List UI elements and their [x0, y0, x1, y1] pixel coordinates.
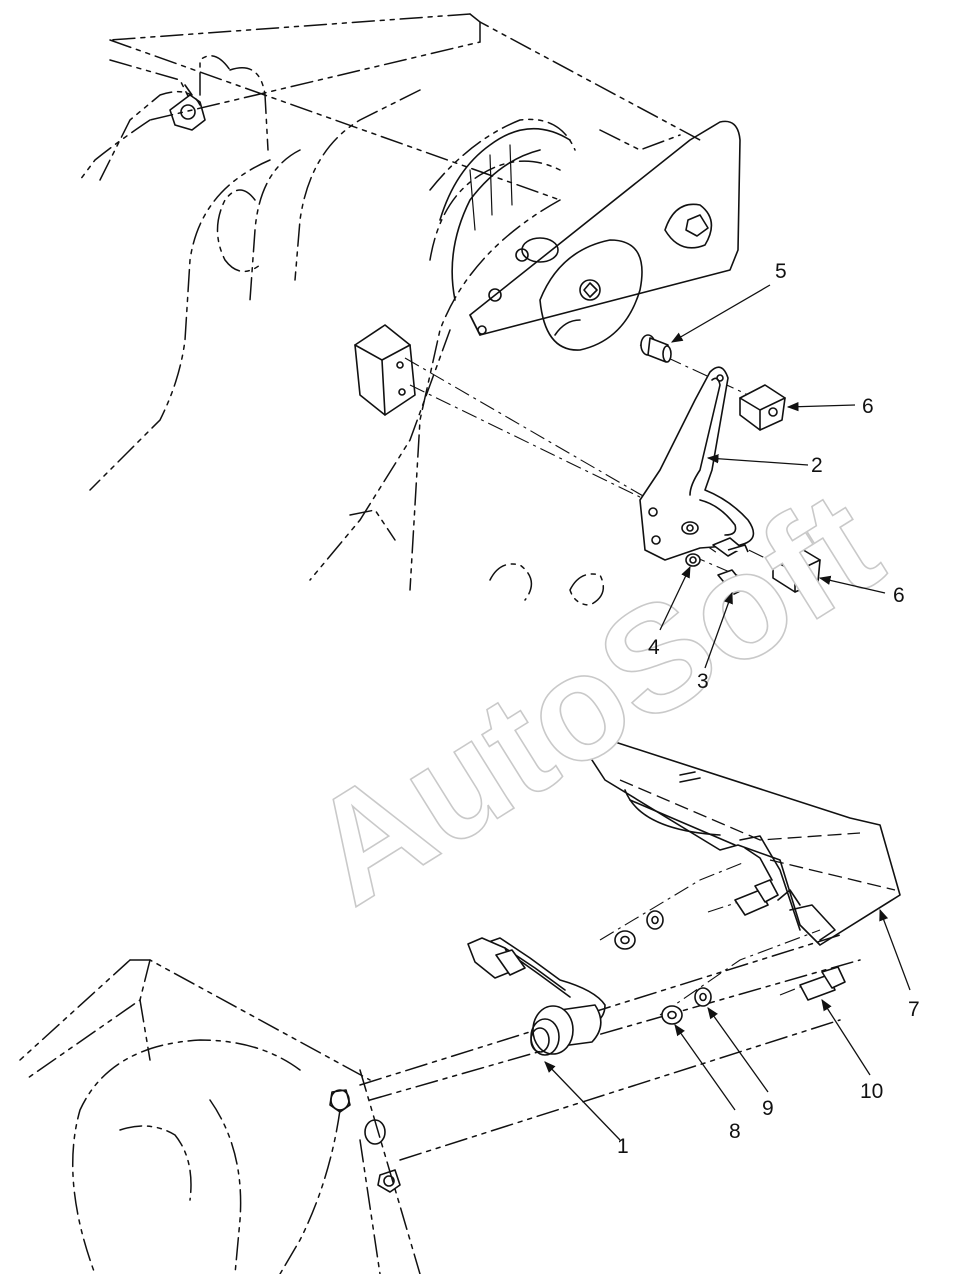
upper-frame-phantom	[79, 13, 701, 606]
callout-10: 10	[860, 1080, 883, 1103]
part-8-9-washers	[661, 987, 712, 1025]
part-2-bracket-arm	[639, 366, 755, 561]
part-10-bolts	[734, 879, 846, 1001]
elbow-fitting	[169, 84, 206, 131]
washers-upper	[614, 910, 664, 950]
callout-1: 1	[617, 1135, 629, 1158]
part-1-sensor	[467, 937, 606, 1056]
lower-hub	[329, 1089, 401, 1193]
leader-lines	[544, 284, 911, 1141]
part-7-mounting-bracket	[589, 741, 901, 946]
callout-3: 3	[697, 670, 709, 693]
part-6-block-lower	[772, 547, 821, 593]
callout-9: 9	[762, 1097, 774, 1120]
callout-6-upper: 6	[862, 395, 874, 418]
callout-2: 2	[811, 454, 823, 477]
callout-4: 4	[648, 636, 660, 659]
callout-7: 7	[908, 998, 920, 1021]
mounting-plate	[439, 120, 741, 351]
lower-frame-phantom	[19, 934, 861, 1274]
mount-block	[354, 324, 416, 416]
callout-5: 5	[775, 260, 787, 283]
callout-6-lower: 6	[893, 584, 905, 607]
part-5-pin	[640, 334, 672, 363]
callout-8: 8	[729, 1120, 741, 1143]
part-6-block-upper	[739, 384, 786, 431]
part-3-4-fasteners	[681, 521, 749, 595]
